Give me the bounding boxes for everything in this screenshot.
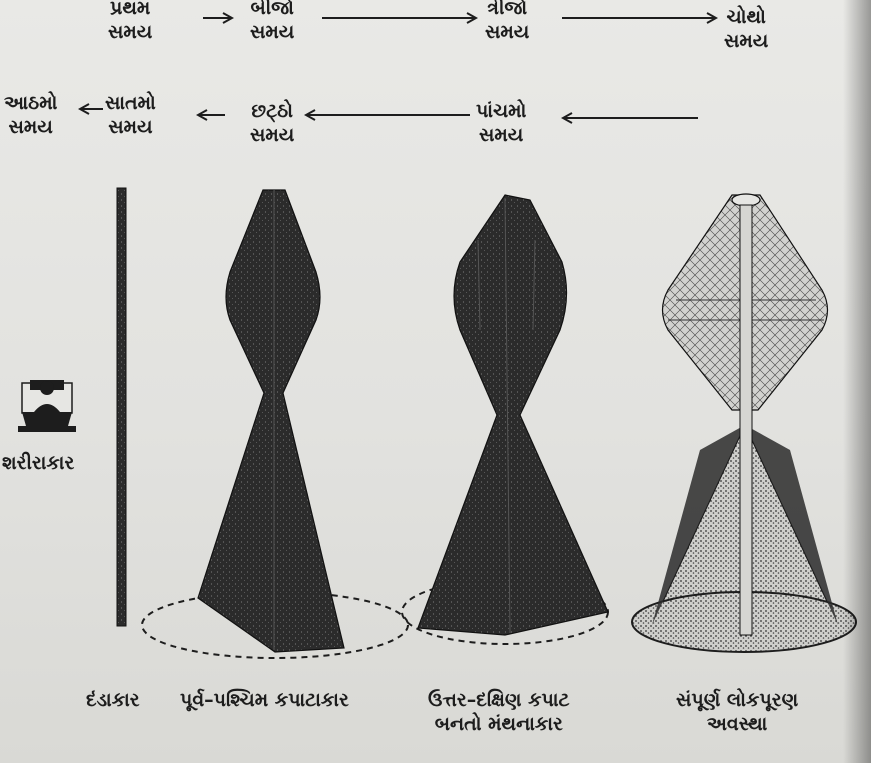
time-step-7: સાતમોસમય [105,92,156,138]
north-south-manthan-shape [401,194,609,645]
time-step-5: પાંચમોસમય [476,100,527,146]
label-body-shape: શરીરાકાર [2,452,75,474]
seated-body-figure [18,380,76,432]
time-step-8: આઠમોસમય [4,92,58,138]
time-step-2: બીજોસમય [250,0,295,43]
time-step-6: છટ્ઠોસમય [250,100,295,146]
label-rod-shape: દંડાકાર [86,689,140,711]
central-column [739,204,753,636]
rod-shape [116,187,127,627]
east-west-kapat-shape [141,189,409,659]
full-lokpuran-shape [631,193,857,653]
label-east-west: પૂર્વ–પશ્ચિમ કપાટાકાર [180,689,349,711]
time-step-3: ત્રીજોસમય [485,0,530,43]
time-step-4: ચોથોસમય [724,6,769,52]
